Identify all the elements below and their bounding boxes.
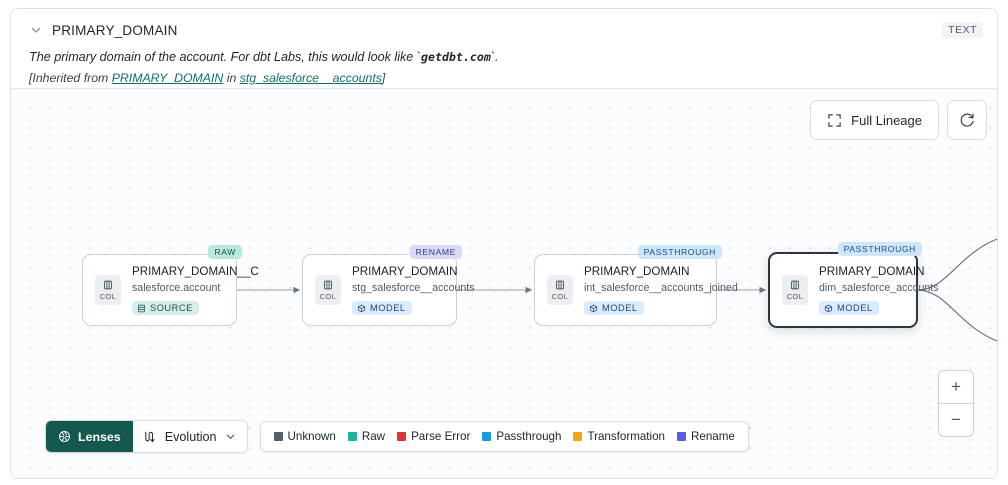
lenses-label: Lenses <box>78 429 121 444</box>
node-subtitle: stg_salesforce__accounts <box>352 282 475 294</box>
legend-item: Parse Error <box>397 430 470 443</box>
node-subtitle: salesforce.account <box>132 282 221 294</box>
node-type-pill: MODEL <box>584 301 644 315</box>
evolution-label: Evolution <box>164 429 217 444</box>
column-icon: COL <box>547 275 573 305</box>
full-lineage-button[interactable]: Full Lineage <box>810 100 939 140</box>
legend-label: Transformation <box>587 430 665 443</box>
chevron-down-icon <box>225 431 236 442</box>
column-icon: COL <box>315 275 341 305</box>
refresh-button[interactable] <box>947 100 987 140</box>
inherited-prefix: [Inherited from <box>29 71 112 85</box>
inherited-middle: in <box>223 71 240 85</box>
node-body: PRIMARY_DOMAIN stg_salesforce__accounts … <box>352 265 475 315</box>
inherited-from-note: [Inherited from PRIMARY_DOMAIN in stg_sa… <box>29 71 983 85</box>
zoom-controls: + − <box>938 370 974 437</box>
column-icon: COL <box>95 275 121 305</box>
legend-label: Unknown <box>287 430 336 443</box>
lenses-group: Lenses Evolution <box>45 420 248 453</box>
refresh-icon <box>958 111 976 129</box>
legend-swatch <box>347 432 357 441</box>
legend-swatch <box>397 432 407 441</box>
description-code: getdbt.com <box>421 50 491 64</box>
lineage-node[interactable]: RAW COL PRIMARY_DOMAIN__C salesforce.acc… <box>82 245 259 326</box>
page-title: PRIMARY_DOMAIN <box>52 22 178 38</box>
cube-icon <box>824 304 833 313</box>
legend-swatch <box>573 432 583 441</box>
node-type-label: MODEL <box>837 303 873 313</box>
node-type-label: SOURCE <box>150 303 193 313</box>
canvas-bottom-bar: Lenses Evolution <box>45 420 749 453</box>
lineage-legend: Unknown Raw Parse Error Passthrough <box>259 421 749 452</box>
chevron-down-icon[interactable] <box>29 23 43 37</box>
evolution-icon <box>143 430 157 444</box>
column-chip-label: COL <box>99 292 117 301</box>
inherited-column-link[interactable]: PRIMARY_DOMAIN <box>111 71 224 85</box>
node-type-pill: MODEL <box>819 301 879 315</box>
column-icon: COL <box>782 275 808 305</box>
column-chip-label: COL <box>319 292 337 301</box>
node-body: PRIMARY_DOMAIN__C salesforce.account SOU… <box>132 265 259 315</box>
legend-label: Passthrough <box>496 430 562 443</box>
evolution-dropdown[interactable]: Evolution <box>132 421 247 452</box>
canvas-toolbar: Full Lineage <box>810 100 987 140</box>
node-title: PRIMARY_DOMAIN <box>584 265 690 278</box>
zoom-in-button[interactable]: + <box>939 371 973 404</box>
lineage-canvas[interactable]: Full Lineage RAW <box>11 88 997 478</box>
column-detail-panel: PRIMARY_DOMAIN TEXT The primary domain o… <box>10 8 998 479</box>
full-lineage-label: Full Lineage <box>851 112 922 128</box>
node-title: PRIMARY_DOMAIN <box>352 265 458 278</box>
type-badge: TEXT <box>942 22 983 38</box>
expand-icon <box>827 113 842 128</box>
legend-swatch <box>273 432 283 441</box>
node-type-pill: SOURCE <box>132 301 199 315</box>
column-header: PRIMARY_DOMAIN TEXT The primary domain o… <box>11 9 997 88</box>
legend-item: Unknown <box>273 430 336 443</box>
node-type-pill: MODEL <box>352 301 412 315</box>
lineage-node[interactable]: PASSTHROUGH COL PRIMARY_DOMAIN int_sales… <box>534 245 738 326</box>
legend-item: Rename <box>677 430 735 443</box>
inherited-model-link[interactable]: stg_salesforce__accounts <box>239 71 382 85</box>
column-description: The primary domain of the account. For d… <box>29 50 983 64</box>
legend-label: Rename <box>691 430 735 443</box>
node-subtitle: int_salesforce__accounts_joined <box>584 282 738 294</box>
node-title: PRIMARY_DOMAIN <box>819 265 925 278</box>
legend-item: Passthrough <box>482 430 561 443</box>
legend-item: Transformation <box>573 430 665 443</box>
node-badge: PASSTHROUGH <box>837 242 922 256</box>
inherited-suffix: ] <box>381 71 386 85</box>
database-icon <box>137 304 146 313</box>
node-type-label: MODEL <box>370 303 406 313</box>
cube-icon <box>589 304 598 313</box>
legend-swatch <box>482 432 492 441</box>
node-subtitle: dim_salesforce_accounts <box>819 282 939 294</box>
node-badge: RENAME <box>409 245 462 259</box>
legend-swatch <box>677 432 686 441</box>
node-body: PRIMARY_DOMAIN dim_salesforce_accounts M… <box>819 265 939 315</box>
cube-icon <box>357 304 366 313</box>
lenses-button[interactable]: Lenses <box>46 421 133 452</box>
zoom-out-button[interactable]: − <box>951 410 961 429</box>
node-body: PRIMARY_DOMAIN int_salesforce__accounts_… <box>584 265 738 315</box>
node-badge: RAW <box>208 245 242 259</box>
column-chip-label: COL <box>786 292 804 301</box>
column-header-row: PRIMARY_DOMAIN <box>29 17 983 43</box>
description-text-pre: The primary domain of the account. For d… <box>29 50 421 64</box>
description-text-post: `. <box>490 50 499 64</box>
node-badge: PASSTHROUGH <box>637 245 722 259</box>
column-chip-label: COL <box>551 292 569 301</box>
legend-label: Parse Error <box>411 430 471 443</box>
aperture-icon <box>58 430 71 443</box>
legend-item: Raw <box>347 430 386 443</box>
node-title: PRIMARY_DOMAIN__C <box>132 265 259 278</box>
lineage-node[interactable]: RENAME COL PRIMARY_DOMAIN stg_salesforce… <box>302 245 475 326</box>
node-type-label: MODEL <box>602 303 638 313</box>
lineage-node-selected[interactable]: PASSTHROUGH COL PRIMARY_DOMAIN dim_sales… <box>768 242 939 328</box>
legend-label: Raw <box>361 430 386 443</box>
